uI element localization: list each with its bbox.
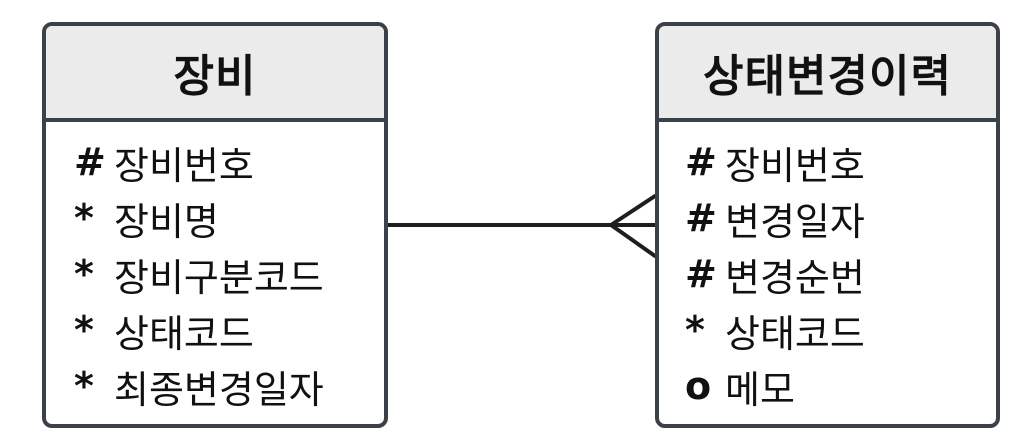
primary-key-marker: # <box>685 140 717 184</box>
attribute-row: * 장비명 <box>74 190 384 246</box>
attribute-list: # 장비번호 * 장비명 * 장비구분코드 * 상태코드 * 최종변경일자 <box>46 122 384 414</box>
attribute-name: 변경순번 <box>725 255 865 300</box>
crows-foot-lower-prong <box>609 223 657 258</box>
attribute-row: # 변경일자 <box>685 190 996 246</box>
attribute-name: 상태코드 <box>114 311 254 356</box>
attribute-name: 장비명 <box>114 199 219 244</box>
entity-header: 상태변경이력 <box>659 26 996 122</box>
entity-title: 상태변경이력 <box>703 51 952 102</box>
attribute-row: * 최종변경일자 <box>74 358 384 414</box>
attribute-name: 변경일자 <box>725 199 865 244</box>
attribute-row: * 장비구분코드 <box>74 246 384 302</box>
entity-header: 장비 <box>46 26 384 122</box>
attribute-name: 최종변경일자 <box>114 367 324 412</box>
attribute-name: 장비번호 <box>114 143 254 188</box>
primary-key-marker: # <box>685 196 717 240</box>
mandatory-marker: * <box>74 308 94 352</box>
mandatory-marker: * <box>685 308 705 352</box>
attribute-list: # 장비번호 # 변경일자 # 변경순번 * 상태코드 o 메모 <box>659 122 996 414</box>
attribute-name: 메모 <box>725 367 795 412</box>
attribute-name: 장비구분코드 <box>114 255 324 300</box>
attribute-row: # 변경순번 <box>685 246 996 302</box>
mandatory-marker: * <box>74 196 94 240</box>
attribute-row: o 메모 <box>685 358 996 414</box>
attribute-name: 상태코드 <box>725 311 865 356</box>
attribute-row: # 장비번호 <box>74 134 384 190</box>
entity-equipment[interactable]: 장비 # 장비번호 * 장비명 * 장비구분코드 * 상태코드 * 최종변경일자 <box>42 22 388 428</box>
entity-title: 장비 <box>173 51 257 102</box>
attribute-row: * 상태코드 <box>685 302 996 358</box>
attribute-name: 장비번호 <box>725 143 865 188</box>
attribute-row: * 상태코드 <box>74 302 384 358</box>
primary-key-marker: # <box>685 252 717 296</box>
primary-key-marker: # <box>74 140 106 184</box>
entity-status-change-history[interactable]: 상태변경이력 # 장비번호 # 변경일자 # 변경순번 * 상태코드 o 메모 <box>655 22 1000 428</box>
attribute-row: # 장비번호 <box>685 134 996 190</box>
crows-foot-upper-prong <box>609 194 657 227</box>
optional-marker: o <box>685 364 712 408</box>
mandatory-marker: * <box>74 364 94 408</box>
mandatory-marker: * <box>74 252 94 296</box>
